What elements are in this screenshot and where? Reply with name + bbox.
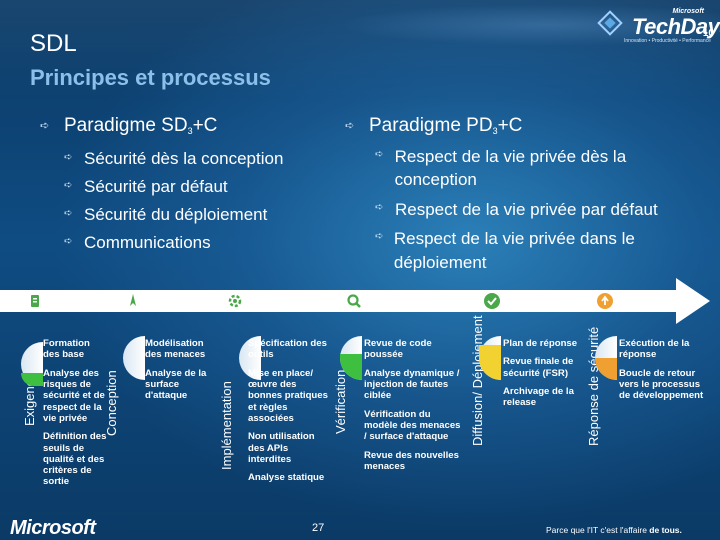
- timeline-arrowhead-icon: [676, 278, 710, 324]
- phase-text: Modélisation des menaces Analyse de la s…: [145, 338, 217, 409]
- timeline-bar: [0, 290, 680, 312]
- footer-tagline: Parce que l'IT c'est l'affaire de tous.: [546, 525, 682, 535]
- phase-line: Définition des seuils de qualité et des …: [43, 431, 107, 488]
- footer-tagline-a: Parce que l'IT c'est l'affaire: [546, 525, 647, 535]
- phase-progress-fill: [21, 372, 43, 386]
- bullet-arrow-icon: ➪: [40, 120, 50, 132]
- phase-progress-disc: [479, 336, 501, 380]
- phase-label: Diffusion/ Déploiement: [470, 315, 485, 446]
- sd3c-item-label: Sécurité du déploiement: [84, 205, 268, 224]
- phase-line: Mise en place/œuvre des bonnes pratiques…: [248, 367, 328, 424]
- bullet-arrow-icon: ➪: [375, 231, 384, 243]
- phase-line: Revue finale de sécurité (FSR): [503, 356, 574, 379]
- bullet-arrow-icon: ➪: [64, 180, 73, 191]
- sd3c-heading: ➪ Paradigme SD3+C: [40, 115, 330, 137]
- phase-line: Plan de réponse: [503, 338, 578, 349]
- top-band: [0, 0, 720, 100]
- phase-line: Non utilisation des APIs interdites: [248, 431, 315, 465]
- phase-label: Implémentation: [219, 381, 234, 470]
- verification-icon: [347, 294, 361, 308]
- slide-subtitle: Principes et processus: [30, 65, 271, 90]
- phase-progress-disc: [239, 336, 261, 380]
- sd3c-column: ➪ Paradigme SD3+C ➪ Sécurité dès la conce…: [40, 115, 330, 251]
- phase-text: Spécification des outils Mise en place/œ…: [248, 338, 330, 490]
- pd3c-heading: ➪ Paradigme PD3+C: [345, 115, 705, 137]
- phase-text: Revue de code poussée Analyse dynamique …: [364, 338, 462, 479]
- sd3c-item: ➪ Sécurité dès la conception: [64, 150, 330, 167]
- techdays-logo: Microsoft TechDays 10 Innovation • Produ…: [592, 6, 720, 44]
- header-swirl: [250, 0, 720, 60]
- page-number: 27: [312, 522, 325, 534]
- sd3c-item-label: Communications: [84, 233, 211, 252]
- bullet-arrow-icon: ➪: [375, 149, 384, 160]
- sd3c-item-label: Sécurité par défaut: [84, 177, 228, 196]
- phase-progress-disc: [123, 336, 145, 380]
- slide-title: SDL: [30, 30, 77, 57]
- phase-line: Analyse statique: [248, 472, 325, 484]
- phase-line: Exécution de la réponse: [619, 338, 690, 361]
- pd3c-item: ➪ Respect de la vie privée dans le déploi…: [375, 227, 705, 274]
- phase-text: Plan de réponse Revue finale de sécurité…: [503, 338, 585, 416]
- footer-tagline-b: de tous.: [646, 525, 682, 535]
- phase-line: Revue des nouvelles menaces: [364, 449, 459, 472]
- phase-line: Modélisation des menaces: [145, 338, 206, 361]
- phase-line: Boucle de retour vers le processus de dé…: [619, 367, 704, 402]
- pd3c-item-label: Respect de la vie privée dès la concepti…: [394, 147, 627, 190]
- phase-line: Analyse dynamique / injection de fautes …: [364, 367, 460, 402]
- pd3c-heading-prefix: Paradigme PD: [369, 115, 493, 136]
- bullet-arrow-icon: ➪: [64, 152, 73, 163]
- phase-progress-disc: [340, 336, 362, 380]
- phase-line: Revue de code poussée: [364, 338, 432, 361]
- sd3c-heading-prefix: Paradigme SD: [64, 115, 188, 136]
- phase-label: Conception: [104, 370, 119, 436]
- phase-line: Spécification des outils: [248, 338, 327, 361]
- phase-line: Analyse des risques de sécurité et de re…: [43, 367, 105, 424]
- pd3c-item: ➪ Respect de la vie privée par défaut: [375, 198, 705, 221]
- techdays-microsoft-label: Microsoft: [672, 8, 705, 15]
- techdays-number: 10: [702, 28, 714, 39]
- phase-progress-fill: [340, 353, 362, 380]
- sd3c-item: ➪ Communications: [64, 234, 330, 251]
- techdays-wordmark: TechDays: [632, 14, 720, 39]
- bullet-arrow-icon: ➪: [64, 236, 73, 247]
- pd3c-heading-suffix: +C: [497, 115, 523, 136]
- phase-text: Exécution de la réponse Boucle de retour…: [619, 338, 709, 409]
- pd3c-heading-sub: 3: [492, 126, 498, 136]
- sd3c-item-label: Sécurité dès la conception: [84, 149, 284, 168]
- phase-line: Archivage de la release: [503, 385, 574, 409]
- phase-progress-fill: [479, 344, 501, 380]
- phase-label: Vérification: [333, 369, 348, 434]
- sd3c-item: ➪ Sécurité du déploiement: [64, 206, 330, 223]
- pd3c-column: ➪ Paradigme PD3+C ➪ Respect de la vie pri…: [345, 115, 705, 274]
- pd3c-item-label: Respect de la vie privée dans le déploie…: [393, 229, 635, 272]
- release-check-icon: [484, 293, 500, 309]
- design-icon: [130, 294, 136, 306]
- phase-line: Formation des base: [43, 338, 90, 361]
- sdl-timeline: [0, 278, 720, 324]
- techdays-tagline: Innovation • Productivité • Performance: [624, 38, 711, 44]
- bullet-arrow-icon: ➪: [345, 120, 355, 132]
- techdays-diamond-icon: [597, 10, 623, 36]
- phase-progress-disc: [21, 342, 43, 386]
- implementation-icon: [228, 294, 242, 308]
- phase-text: Formation des base Analyse des risques d…: [43, 338, 109, 495]
- microsoft-logo: Microsoft: [10, 517, 96, 539]
- response-icon: [597, 293, 613, 309]
- requirements-icon: [31, 295, 39, 307]
- sd3c-item: ➪ Sécurité par défaut: [64, 178, 330, 195]
- bullet-arrow-icon: ➪: [375, 201, 384, 213]
- sd3c-heading-sub: 3: [187, 126, 193, 136]
- phase-line: Analyse de la surface d'attaque: [145, 367, 207, 402]
- phase-line: Vérification du modèle des menaces / sur…: [364, 408, 461, 443]
- bullet-arrow-icon: ➪: [64, 208, 73, 219]
- sd3c-heading-suffix: +C: [192, 115, 218, 136]
- pd3c-item-label: Respect de la vie privée par défaut: [395, 199, 658, 219]
- pd3c-item: ➪ Respect de la vie privée dès la concept…: [375, 145, 705, 192]
